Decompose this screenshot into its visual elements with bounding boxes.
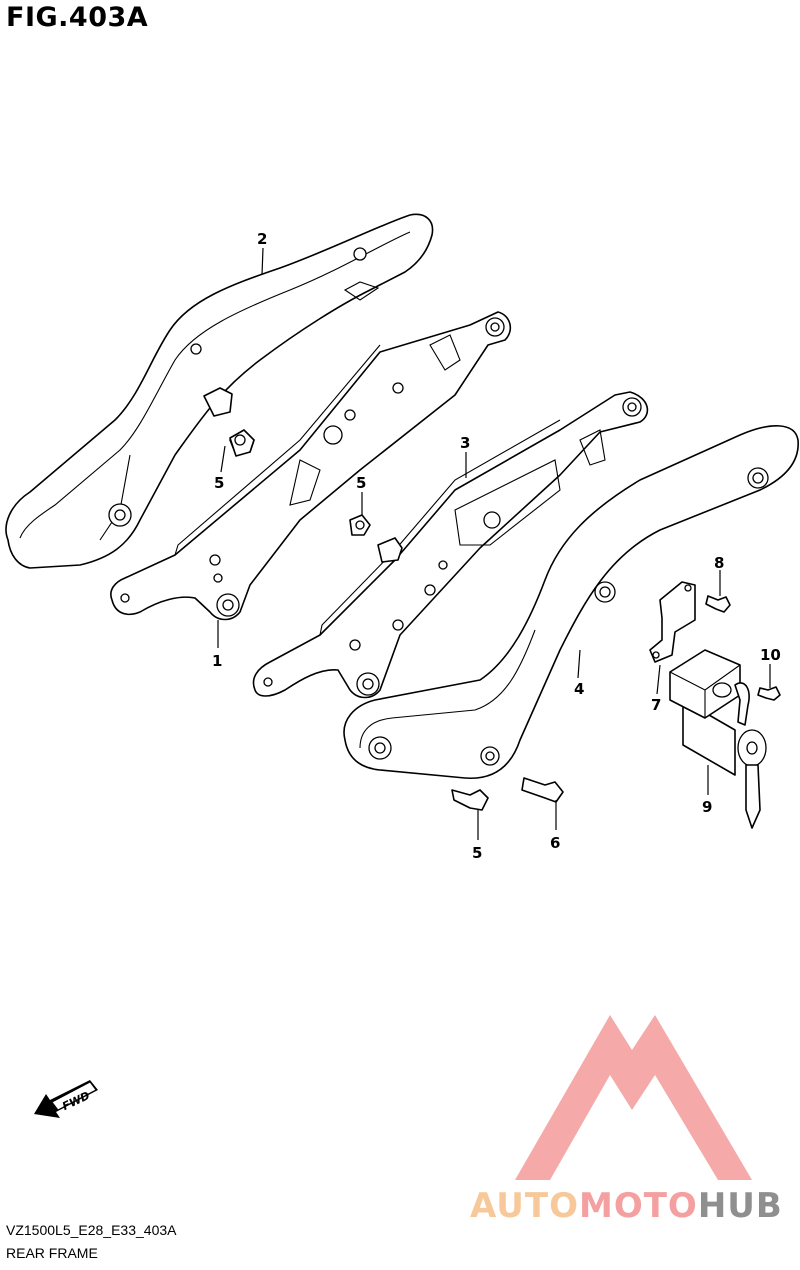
- part-4-side-cover-right: [343, 425, 799, 780]
- callout-7: 7: [651, 696, 661, 714]
- callout-2: 2: [257, 230, 267, 248]
- part-3-right-frame: [252, 391, 649, 699]
- callout-1: 1: [212, 652, 222, 670]
- callout-5c: 5: [472, 844, 482, 862]
- callout-3: 3: [460, 434, 470, 452]
- bolt-10: [757, 686, 781, 701]
- callout-6: 6: [550, 834, 560, 852]
- section-name: REAR FRAME: [6, 1245, 98, 1261]
- model-code: VZ1500L5_E28_E33_403A: [6, 1222, 177, 1238]
- bolt-6: [521, 777, 564, 803]
- watermark-logo-icon: [515, 1015, 752, 1180]
- leader-lines: [217, 247, 771, 840]
- callout-10: 10: [760, 646, 781, 664]
- watermark-wordmark: AUTOMOTOHUB: [470, 1186, 783, 1226]
- callout-9: 9: [702, 798, 712, 816]
- bolt-8: [705, 595, 731, 613]
- part-2-side-cover: [5, 213, 434, 569]
- callout-5b: 5: [356, 474, 366, 492]
- part-7-bracket: [649, 581, 696, 663]
- bolt-5a: [229, 429, 255, 457]
- part-9-lock-set: [669, 649, 767, 829]
- bolt-5b: [349, 514, 371, 536]
- callout-5a: 5: [214, 474, 224, 492]
- callout-4: 4: [574, 680, 584, 698]
- bolt-5c: [451, 789, 489, 811]
- fwd-arrow-icon: FWD: [34, 1080, 98, 1118]
- figure-title: FIG.403A: [6, 2, 149, 33]
- callout-8: 8: [714, 554, 724, 572]
